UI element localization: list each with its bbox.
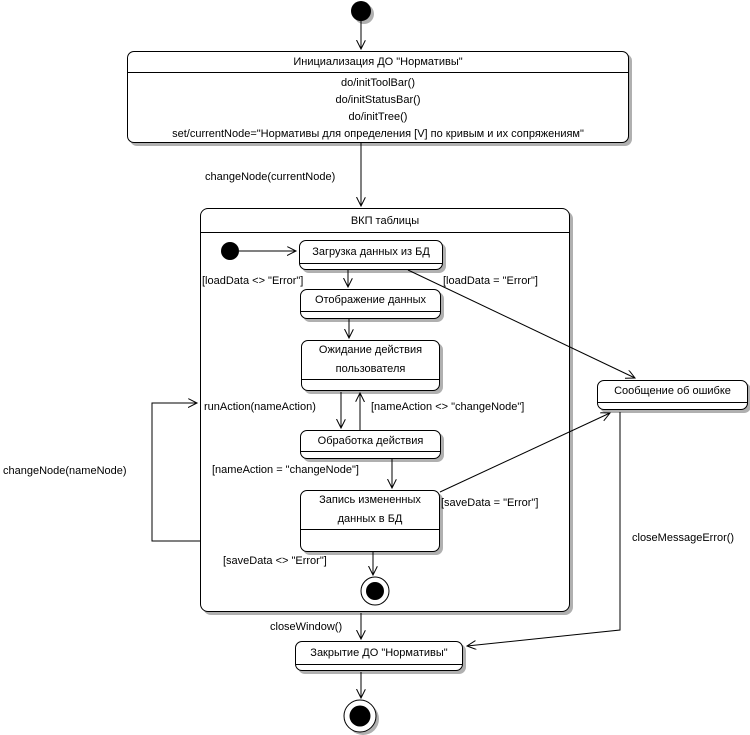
action-init-tree: do/initTree() xyxy=(348,111,408,123)
state-compartment xyxy=(301,451,440,458)
state-close-normativy: Закрытие ДО "Нормативы" xyxy=(295,641,463,671)
final-state-ring xyxy=(343,699,377,733)
state-title: Закрытие ДО "Нормативы" xyxy=(310,646,448,659)
state-internal-actions: do/initToolBar() do/initStatusBar() do/i… xyxy=(128,73,628,143)
final-state-dot xyxy=(349,705,371,727)
label-nameaction-changenode: [nameAction = "changeNode"] xyxy=(212,464,359,476)
state-save-data: Запись измененных данных в БД xyxy=(300,490,440,552)
state-compartment xyxy=(296,664,462,670)
label-closemessageerror: closeMessageError() xyxy=(632,532,735,544)
action-init-toolbar: do/initToolBar() xyxy=(341,77,415,89)
state-wait-user: Ожидание действия пользователя xyxy=(301,340,440,391)
state-compartment xyxy=(301,529,439,551)
label-loaddata-ok: [loadData <> "Error"] xyxy=(202,275,304,287)
state-title: Инициализация ДО "Нормативы" xyxy=(128,52,628,73)
state-title: Обработка действия xyxy=(317,434,424,447)
action-init-statusbar: do/initStatusBar() xyxy=(335,94,421,106)
action-set-currentnode: set/currentNode="Нормативы для определен… xyxy=(172,128,584,140)
state-title: Отображение данных xyxy=(314,294,427,306)
state-compartment xyxy=(301,311,440,318)
state-title: Загрузка данных из БД xyxy=(312,245,430,258)
state-init-normativy: Инициализация ДО "Нормативы" do/initTool… xyxy=(127,51,629,143)
state-compartment xyxy=(300,263,442,269)
label-changenode-currentnode: changeNode(currentNode) xyxy=(205,171,336,183)
state-load-data: Загрузка данных из БД xyxy=(299,240,443,270)
state-title: Запись измененных данных в БД xyxy=(319,494,421,525)
initial-state-shadow xyxy=(354,4,374,24)
final-state-shadow xyxy=(347,703,379,735)
state-compartment xyxy=(598,402,747,409)
transition-changenode-loop xyxy=(151,403,200,542)
label-savedata-error: [saveData = "Error"] xyxy=(441,497,539,509)
state-title: ВКП таблицы xyxy=(201,209,569,233)
label-nameaction-not-changenode: [nameAction <> "changeNode"] xyxy=(371,401,525,413)
state-process-action: Обработка действия xyxy=(300,430,441,459)
initial-state-dot xyxy=(351,1,371,21)
state-display-data: Отображение данных xyxy=(300,289,441,319)
label-closewindow: closeWindow() xyxy=(270,621,343,633)
label-runaction: runAction(nameAction) xyxy=(204,401,316,413)
state-title: Сообщение об ошибке xyxy=(614,385,731,397)
state-title: Ожидание действия пользователя xyxy=(318,344,423,375)
label-changenode-namenode: changeNode(nameNode) xyxy=(3,465,127,477)
state-compartment xyxy=(302,379,439,390)
label-savedata-ok: [saveData <> "Error"] xyxy=(223,555,327,567)
label-loaddata-error: [loadData = "Error"] xyxy=(443,275,538,287)
state-error-message: Сообщение об ошибке xyxy=(597,380,748,410)
